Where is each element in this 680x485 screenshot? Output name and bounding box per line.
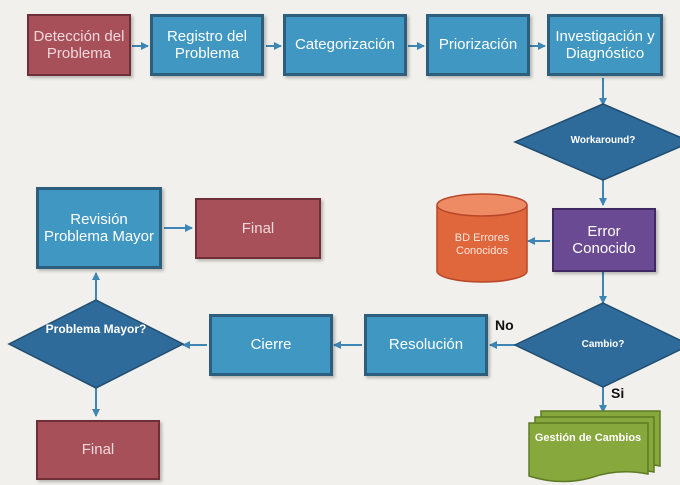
bd-errores-label: BD Errores Conocidos <box>454 232 510 258</box>
priorizacion-node: Priorización <box>426 14 530 76</box>
problema-mayor-decision-label: Problema Mayor? <box>45 322 147 336</box>
investigacion-diagnostico-label: Investigación y Diagnóstico <box>555 27 655 62</box>
revision-problema-mayor-label: Revisión Problema Mayor <box>43 210 155 245</box>
final-bottom-label: Final <box>81 441 115 459</box>
resolucion-label: Resolución <box>388 336 464 354</box>
cierre-label: Cierre <box>250 336 292 354</box>
workaround-decision-label: Workaround? <box>570 135 636 146</box>
workaround-decision-diamond <box>513 103 680 181</box>
priorizacion-label: Priorización <box>438 36 518 54</box>
final-bottom-node: Final <box>36 420 160 480</box>
resolucion-node: Resolución <box>364 314 488 376</box>
document-stack-shape <box>528 410 661 483</box>
error-conocido-node: Error Conocido <box>552 208 656 272</box>
database-cylinder-shape <box>436 193 528 283</box>
no-edge-label: No <box>495 317 514 333</box>
deteccion-problema-node: Detección del Problema <box>27 14 131 76</box>
deteccion-problema-label: Detección del Problema <box>33 27 125 62</box>
final-top-label: Final <box>241 219 275 237</box>
registro-problema-node: Registro del Problema <box>150 14 264 76</box>
si-edge-label: Si <box>611 385 625 401</box>
cambio-decision-label: Cambio? <box>581 339 625 350</box>
revision-problema-mayor-node: Revisión Problema Mayor <box>36 187 162 269</box>
cambio-decision-diamond <box>513 302 680 388</box>
gestion-cambios-label: Gestión de Cambios <box>534 432 642 444</box>
cierre-node: Cierre <box>209 314 333 376</box>
final-top-node: Final <box>195 198 321 259</box>
categorizacion-label: Categorización <box>294 36 396 54</box>
error-conocido-label: Error Conocido <box>572 222 636 257</box>
problema-mayor-decision-diamond <box>7 299 185 389</box>
categorizacion-node: Categorización <box>283 14 407 76</box>
investigacion-diagnostico-node: Investigación y Diagnóstico <box>547 14 663 76</box>
registro-problema-label: Registro del Problema <box>166 27 248 62</box>
